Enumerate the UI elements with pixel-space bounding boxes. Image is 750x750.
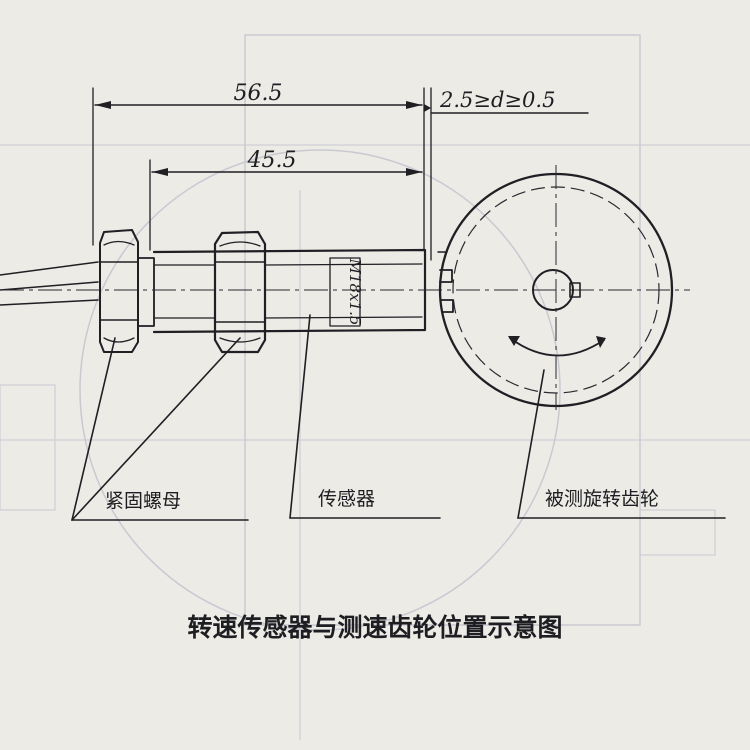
sensor-body [0, 248, 690, 334]
label-lock-nut: 紧固螺母 [105, 490, 181, 512]
dimension-gap: 2.5≥d≥0.5 [424, 88, 589, 114]
dimension-gap-label: 2.5≥d≥0.5 [439, 88, 555, 112]
dimension-thread-label: 45.5 [247, 148, 297, 173]
dimension-overall-label: 56.5 [234, 81, 283, 106]
dimension-thread: 45.5 [151, 148, 423, 176]
label-sensor: 传感器 [318, 488, 375, 510]
leader-lines [71, 314, 726, 521]
label-gear: 被测旋转齿轮 [545, 488, 659, 510]
thread-spec-label: M18x1.5 [346, 258, 364, 326]
rear-nut [99, 229, 155, 353]
thread-spec-block: M18x1.5 [329, 257, 364, 327]
dimension-overall: 56.5 [94, 81, 423, 109]
front-nut [213, 230, 267, 354]
background-ghost-lines [0, 34, 750, 740]
cable [0, 261, 99, 306]
gear [437, 165, 674, 410]
extension-lines [92, 87, 432, 261]
diagram-title: 转速传感器与测速齿轮位置示意图 [187, 613, 562, 642]
